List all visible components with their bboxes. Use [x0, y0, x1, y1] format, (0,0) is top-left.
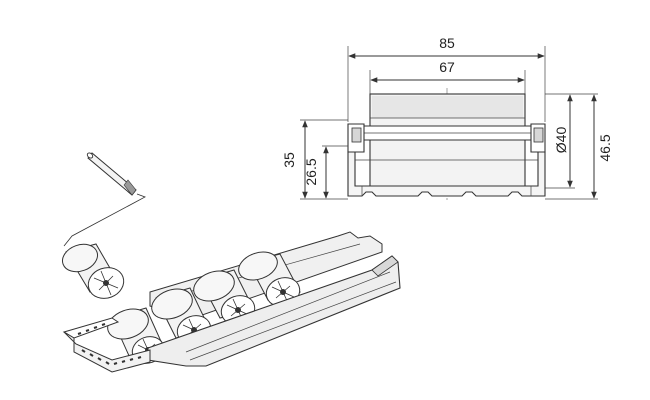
- isometric-view: [62, 152, 401, 373]
- loose-roller: [62, 243, 125, 299]
- dim-label-overall-width: 85: [439, 35, 455, 51]
- dim-label-height-inner: 26.5: [303, 158, 319, 185]
- rail-front-groove: [189, 281, 397, 361]
- rail-profile: [347, 151, 546, 197]
- rail-front-edge: [185, 271, 391, 353]
- dim-label-height-rail: 35: [281, 152, 297, 168]
- rail-end-face: [371, 255, 399, 277]
- axle-pin: [86, 152, 137, 196]
- leader-line: [63, 193, 146, 247]
- roller-highlight: [372, 96, 523, 118]
- cross-section-view: 85 67 35 26.5: [281, 35, 613, 200]
- dim-label-roller-length: 67: [439, 59, 455, 75]
- dim-label-height-overall: 46.5: [597, 134, 613, 161]
- roller-3: [193, 269, 256, 325]
- left-bearing: [351, 127, 362, 143]
- toothed-flange: [62, 317, 151, 373]
- dim-label-roller-diameter: Ø40: [553, 127, 569, 154]
- right-bearing: [533, 127, 544, 143]
